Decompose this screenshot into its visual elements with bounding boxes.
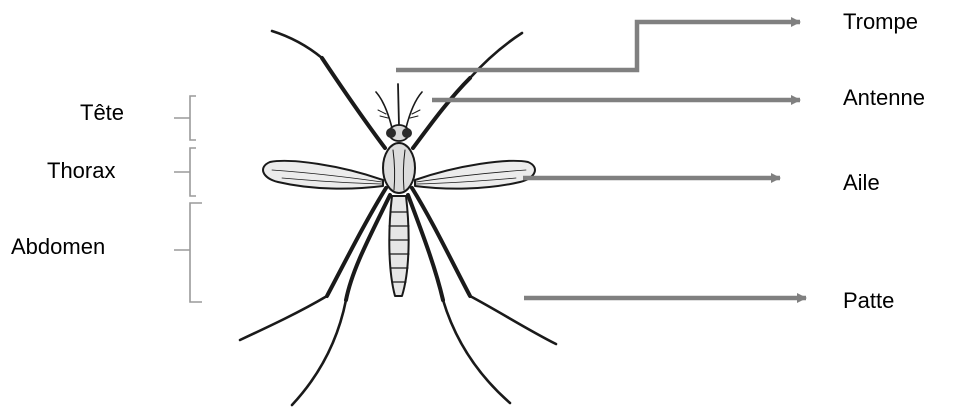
thorax-bracket [174,148,196,196]
label-tete: Tête [80,102,124,124]
label-thorax: Thorax [47,160,115,182]
label-antenne: Antenne [843,87,925,109]
region-brackets [174,96,202,302]
abdomen-bracket [174,203,202,302]
thorax [383,143,415,193]
pointer-arrows [396,22,806,298]
mosquito-icon [240,31,556,405]
head [386,125,412,141]
head-appendages [376,84,422,128]
label-abdomen: Abdomen [11,236,105,258]
label-patte: Patte [843,290,894,312]
label-trompe: Trompe [843,11,918,33]
abdomen [389,196,409,296]
label-aile: Aile [843,172,880,194]
trompe-arrow [396,22,800,70]
tete-bracket [174,96,196,140]
